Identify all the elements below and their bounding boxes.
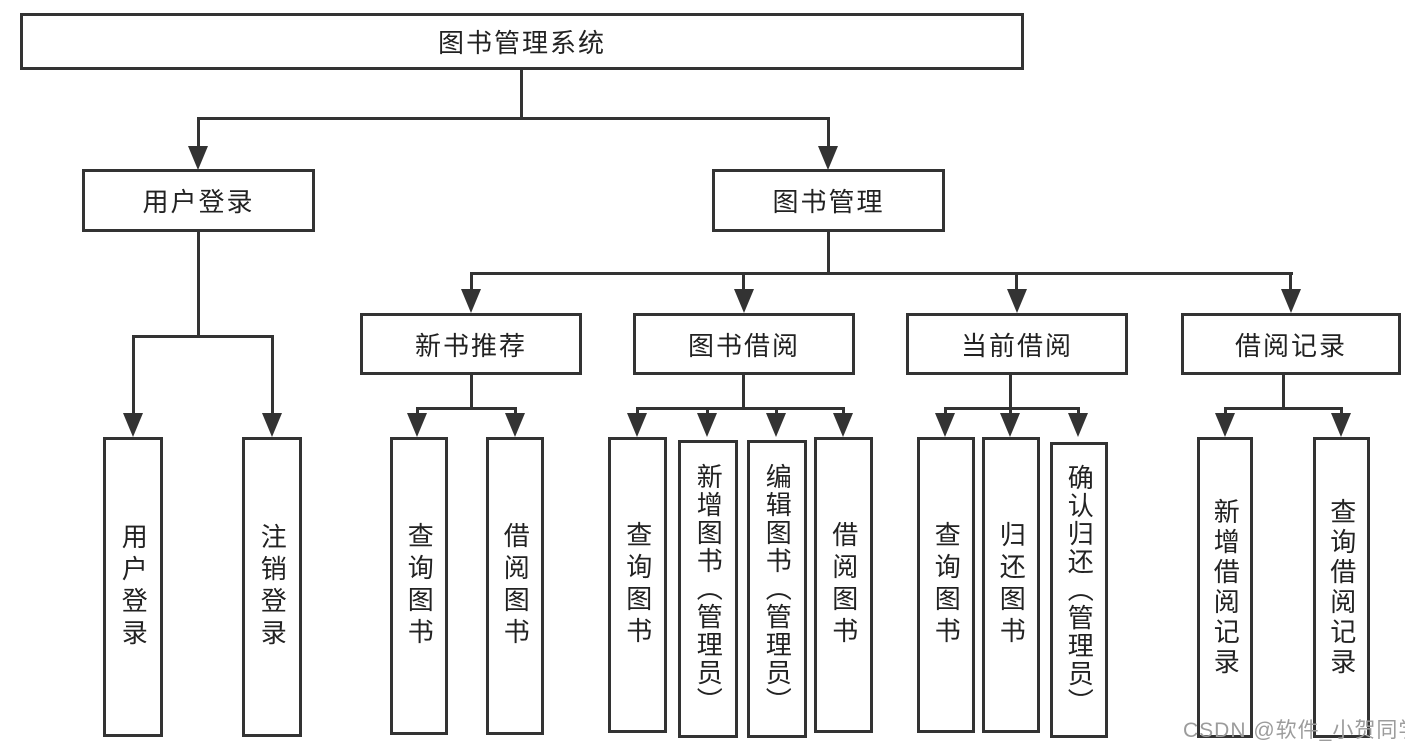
node-new-book-recommend: 新书推荐 [360,313,582,375]
arrowhead-icon [833,413,853,437]
arrowhead-icon [262,413,282,437]
leaf-logout: 注销登录 [242,437,302,737]
connector-line [1282,375,1285,410]
connector-line [470,272,473,291]
node-user-login: 用户登录 [82,169,315,232]
leaf-return-books: 归还图书 [982,437,1040,733]
connector-line [132,335,274,338]
node-borrowing-records-label: 借阅记录 [1234,330,1347,361]
connector-line [197,117,200,148]
leaf-user-login: 用户登录 [103,437,163,737]
arrowhead-icon [407,413,427,437]
arrowhead-icon [697,413,717,437]
leaf-query-borrow-record-label: 查询借阅记录 [1326,497,1357,678]
connector-line [636,407,845,410]
arrowhead-icon [1281,289,1301,313]
connector-line [470,375,473,410]
connector-line [742,272,745,291]
leaf-logout-label: 注销登录 [257,523,288,651]
leaf-query-books-borrow: 查询图书 [608,437,667,733]
arrowhead-icon [123,413,143,437]
csdn-watermark: CSDN @软件_小贺同学 [1183,719,1405,742]
connector-line [520,68,523,118]
arrowhead-icon [766,413,786,437]
connector-line [706,407,709,416]
connector-line [1224,407,1343,410]
node-user-login-label: 用户登录 [142,187,255,217]
connector-line [636,407,639,416]
arrowhead-icon [188,146,208,170]
node-new-book-recommend-label: 新书推荐 [414,330,527,361]
arrowhead-icon [734,289,754,313]
arrowhead-icon [1331,413,1351,437]
leaf-borrow-books-recommend: 借阅图书 [486,437,544,735]
leaf-return-books-label: 归还图书 [996,521,1027,649]
connector-line [842,407,845,416]
connector-line [197,232,200,338]
leaf-add-book-admin: 新增图书（管理员） [678,440,738,738]
node-book-management-label: 图书管理 [772,187,885,217]
leaf-user-login-label: 用户登录 [118,523,149,651]
connector-line [827,117,830,148]
connector-line [132,335,135,415]
connector-line [1289,272,1292,291]
leaf-borrow-books-label: 借阅图书 [828,521,859,649]
arrowhead-icon [935,413,955,437]
arrowhead-icon [1215,413,1235,437]
connector-line [271,335,274,415]
connector-line [514,407,517,416]
leaf-confirm-return-admin-label: 确认归还（管理员） [1064,464,1095,716]
leaf-borrow-books-recommend-label: 借阅图书 [500,522,531,650]
arrowhead-icon [818,146,838,170]
connector-line [416,407,419,416]
arrowhead-icon [1068,413,1088,437]
leaf-add-book-admin-label: 新增图书（管理员） [693,463,724,715]
connector-line [1015,272,1018,291]
node-borrowing-records: 借阅记录 [1181,313,1401,375]
leaf-query-books-recommend: 查询图书 [390,437,448,735]
node-current-borrowing-label: 当前借阅 [960,330,1073,361]
node-book-management: 图书管理 [712,169,945,232]
node-book-borrowing-label: 图书借阅 [687,330,800,361]
connector-line [1009,375,1012,410]
leaf-confirm-return-admin: 确认归还（管理员） [1050,442,1108,738]
connector-line [1224,407,1227,416]
leaf-add-borrow-record-label: 新增借阅记录 [1210,497,1241,678]
arrowhead-icon [461,289,481,313]
arrowhead-icon [1007,289,1027,313]
leaf-query-books-current: 查询图书 [917,437,975,733]
connector-line [470,272,1293,275]
connector-line [944,407,947,416]
node-current-borrowing: 当前借阅 [906,313,1128,375]
connector-line [1009,407,1012,416]
connector-line [775,407,778,416]
connector-line [197,117,830,120]
leaf-edit-book-admin: 编辑图书（管理员） [747,440,807,738]
arrowhead-icon [1000,413,1020,437]
connector-line [827,232,830,275]
leaf-edit-book-admin-label: 编辑图书（管理员） [762,463,793,715]
connector-line [742,375,745,410]
leaf-query-borrow-record: 查询借阅记录 [1313,437,1370,738]
arrowhead-icon [627,413,647,437]
connector-line [1340,407,1343,416]
node-library-system-label: 图书管理系统 [437,28,606,58]
node-library-system: 图书管理系统 [20,13,1024,70]
leaf-add-borrow-record: 新增借阅记录 [1197,437,1253,738]
connector-line [1077,407,1080,416]
leaf-query-books-current-label: 查询图书 [931,521,962,649]
leaf-query-books-recommend-label: 查询图书 [404,522,435,650]
arrowhead-icon [505,413,525,437]
node-book-borrowing: 图书借阅 [633,313,855,375]
leaf-borrow-books: 借阅图书 [814,437,873,733]
connector-line [416,407,517,410]
leaf-query-books-borrow-label: 查询图书 [622,521,653,649]
